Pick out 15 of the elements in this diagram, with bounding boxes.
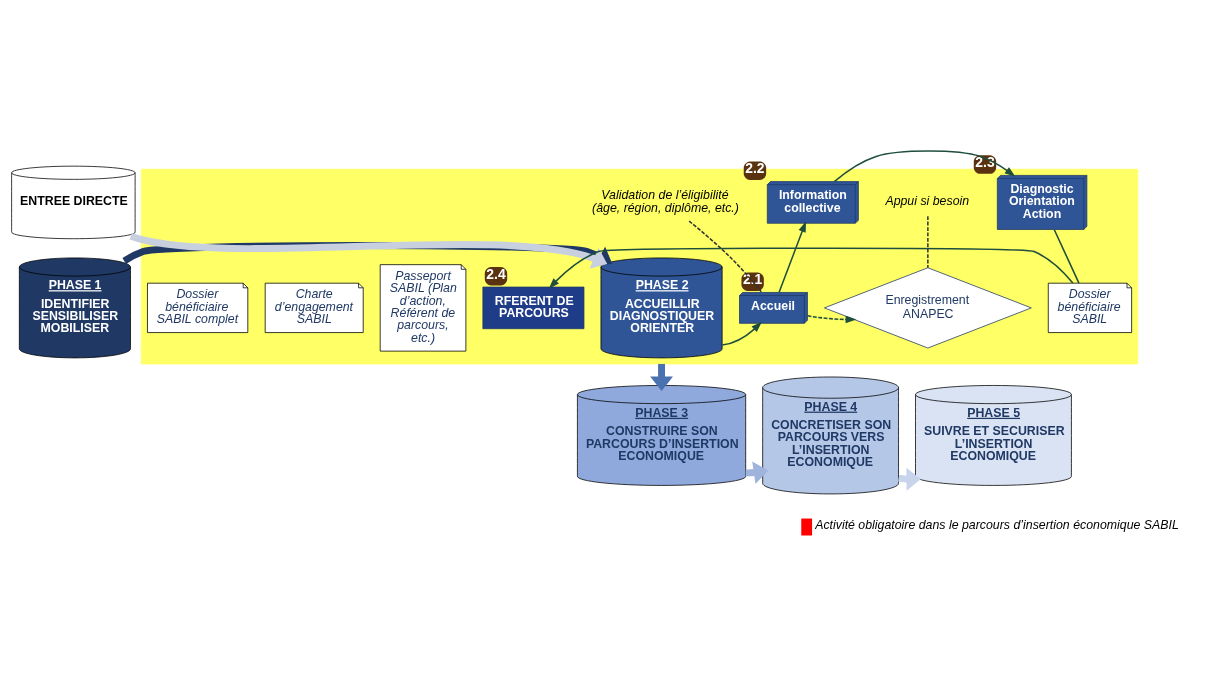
arrow	[833, 149, 1016, 182]
node-label: 2.1	[742, 270, 763, 287]
arrow	[129, 232, 608, 269]
node-label: 2.3	[975, 153, 995, 170]
node-diamond: Enregistrement ANAPEC	[824, 266, 1032, 348]
connector	[1053, 228, 1080, 284]
connector	[927, 215, 929, 268]
arrow	[778, 220, 806, 293]
arrow	[806, 314, 857, 323]
node-label: 2.2	[745, 159, 765, 176]
legend-label: Activité obligatoire dans le parcours d’insertion économique SABIL	[815, 517, 1179, 532]
arrow	[721, 321, 762, 346]
node-text: Appui si besoin	[885, 193, 970, 208]
node-text: Validation de l’éligibilité (âge, région, diplôme, etc.)	[592, 187, 739, 215]
node-label: 2.4	[486, 265, 506, 282]
